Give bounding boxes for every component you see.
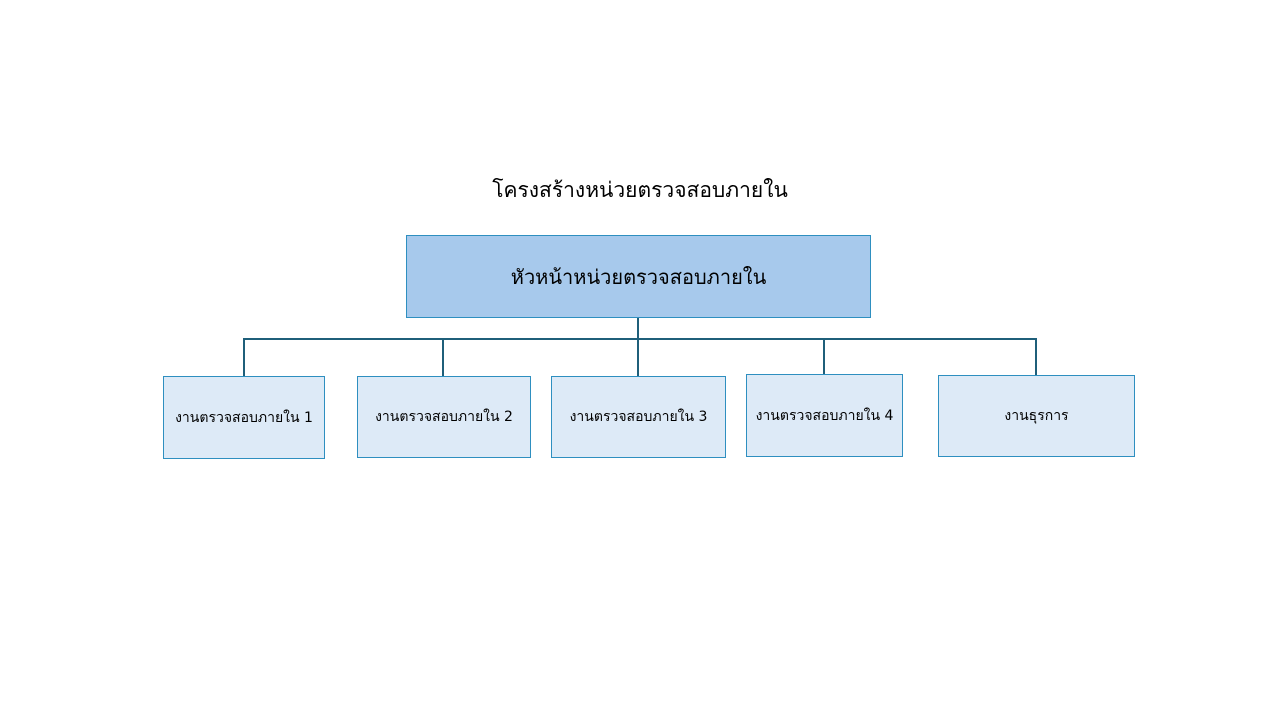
child-unit-box-4: งานตรวจสอบภายใน 4	[746, 374, 903, 457]
connector-child-2	[442, 338, 444, 377]
connector-head-stem	[637, 318, 639, 339]
child-unit-box-2: งานตรวจสอบภายใน 2	[357, 376, 531, 458]
connector-child-3	[637, 338, 639, 377]
connector-child-5	[1035, 338, 1037, 376]
connector-horizontal-bus	[243, 338, 1037, 340]
chart-title: โครงสร้างหน่วยตรวจสอบภายใน	[492, 178, 788, 202]
child-unit-label-5: งานธุรการ	[1004, 408, 1069, 424]
child-unit-label-1: งานตรวจสอบภายใน 1	[175, 409, 313, 426]
child-unit-label-2: งานตรวจสอบภายใน 2	[375, 409, 513, 425]
head-unit-box: หัวหน้าหน่วยตรวจสอบภายใน	[406, 235, 871, 318]
connector-child-1	[243, 338, 245, 377]
head-unit-label: หัวหน้าหน่วยตรวจสอบภายใน	[510, 264, 767, 289]
child-unit-box-1: งานตรวจสอบภายใน 1	[163, 376, 325, 459]
child-unit-box-5: งานธุรการ	[938, 375, 1135, 457]
child-unit-label-4: งานตรวจสอบภายใน 4	[755, 407, 894, 424]
child-unit-box-3: งานตรวจสอบภายใน 3	[551, 376, 726, 458]
connector-child-4	[823, 338, 825, 375]
child-unit-label-3: งานตรวจสอบภายใน 3	[569, 409, 708, 425]
